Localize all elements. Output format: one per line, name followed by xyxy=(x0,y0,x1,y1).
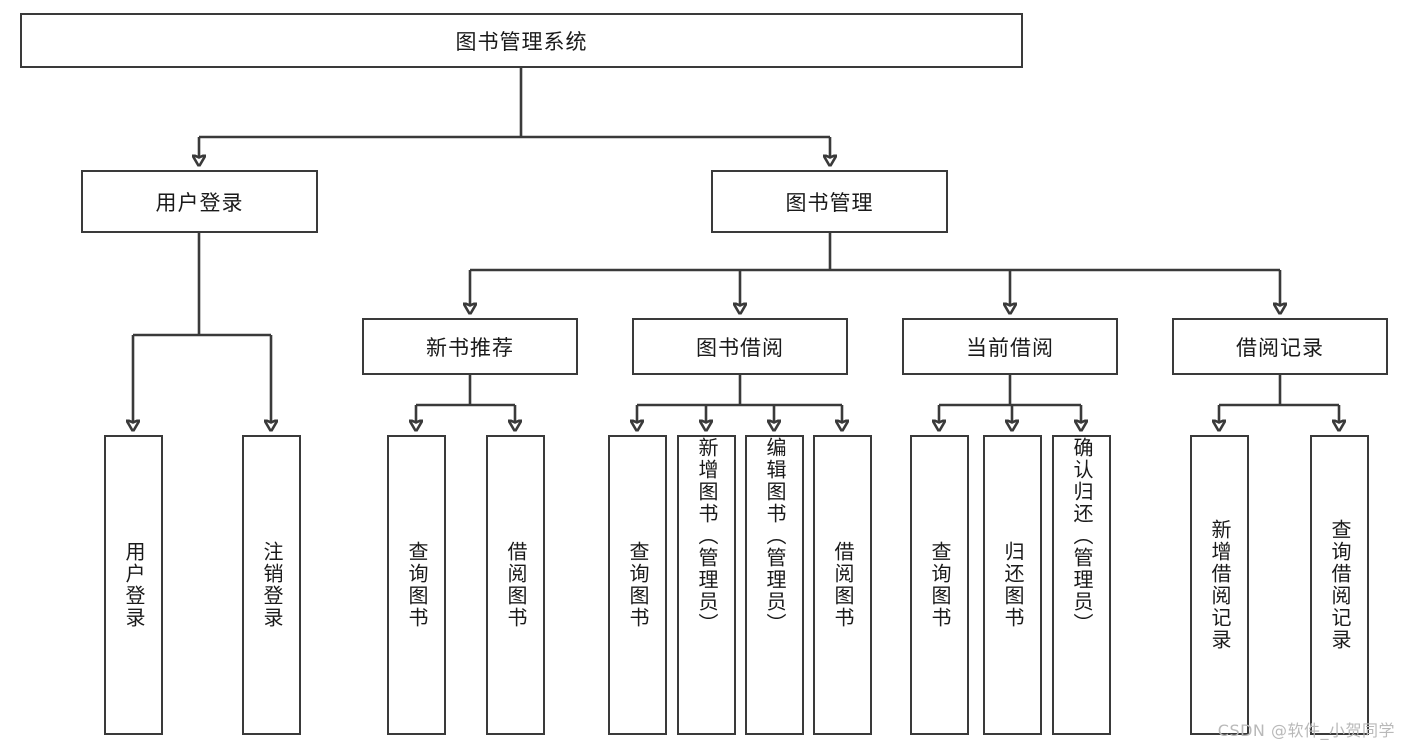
node-user-login-label: 用户登录 xyxy=(155,190,244,215)
node-current-borrow-label: 当前借阅 xyxy=(966,335,1054,360)
node-new-book-rec[interactable]: 新书推荐 xyxy=(362,318,578,375)
leaf-return-book-label: 归还图书 xyxy=(1001,541,1025,629)
node-borrow-record-label: 借阅记录 xyxy=(1236,335,1324,360)
leaf-query-book-borrow[interactable]: 查询图书 xyxy=(608,435,667,735)
node-book-manage[interactable]: 图书管理 xyxy=(711,170,948,233)
leaf-add-book-label: 新增图书（管理员） xyxy=(695,437,719,635)
node-user-login[interactable]: 用户登录 xyxy=(81,170,318,233)
leaf-add-record-label: 新增借阅记录 xyxy=(1208,519,1232,651)
leaf-user-login[interactable]: 用户登录 xyxy=(104,435,163,735)
leaf-borrow-book-rec[interactable]: 借阅图书 xyxy=(486,435,545,735)
leaf-query-book-cur-label: 查询图书 xyxy=(928,541,952,629)
leaf-query-record[interactable]: 查询借阅记录 xyxy=(1310,435,1369,735)
leaf-borrow-book-rec-label: 借阅图书 xyxy=(504,541,528,629)
node-new-book-rec-label: 新书推荐 xyxy=(426,335,514,360)
leaf-query-book-cur[interactable]: 查询图书 xyxy=(910,435,969,735)
node-book-borrow[interactable]: 图书借阅 xyxy=(632,318,848,375)
node-root-label: 图书管理系统 xyxy=(455,29,588,54)
leaf-add-book[interactable]: 新增图书（管理员） xyxy=(677,435,736,735)
node-book-manage-label: 图书管理 xyxy=(785,190,874,215)
leaf-add-record[interactable]: 新增借阅记录 xyxy=(1190,435,1249,735)
leaf-query-book-rec[interactable]: 查询图书 xyxy=(387,435,446,735)
leaf-edit-book[interactable]: 编辑图书（管理员） xyxy=(745,435,804,735)
node-borrow-record[interactable]: 借阅记录 xyxy=(1172,318,1388,375)
node-root[interactable]: 图书管理系统 xyxy=(20,13,1023,68)
leaf-query-record-label: 查询借阅记录 xyxy=(1328,519,1352,651)
node-book-borrow-label: 图书借阅 xyxy=(696,335,784,360)
leaf-confirm-return[interactable]: 确认归还（管理员） xyxy=(1052,435,1111,735)
leaf-edit-book-label: 编辑图书（管理员） xyxy=(763,437,787,635)
leaf-logout[interactable]: 注销登录 xyxy=(242,435,301,735)
leaf-query-book-borrow-label: 查询图书 xyxy=(626,541,650,629)
leaf-confirm-return-label: 确认归还（管理员） xyxy=(1070,437,1094,635)
leaf-borrow-book-label: 借阅图书 xyxy=(831,541,855,629)
node-current-borrow[interactable]: 当前借阅 xyxy=(902,318,1118,375)
leaf-user-login-label: 用户登录 xyxy=(122,541,146,629)
leaf-query-book-rec-label: 查询图书 xyxy=(405,541,429,629)
leaf-logout-label: 注销登录 xyxy=(260,541,284,629)
leaf-return-book[interactable]: 归还图书 xyxy=(983,435,1042,735)
leaf-borrow-book[interactable]: 借阅图书 xyxy=(813,435,872,735)
